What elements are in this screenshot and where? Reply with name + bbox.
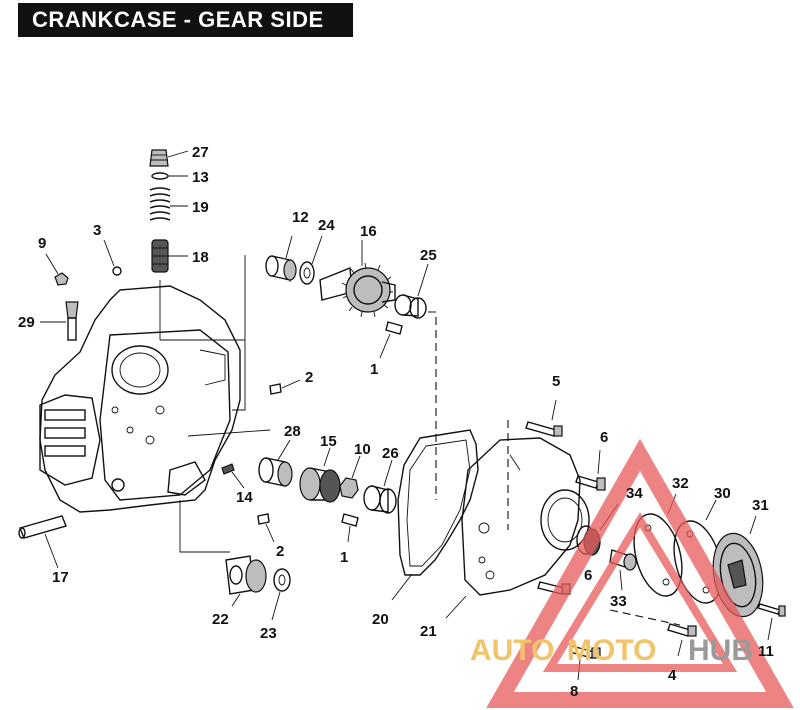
part-key-14 (221, 463, 245, 489)
part-stud-2a (269, 379, 301, 395)
diagram-title: CRANKCASE - GEAR SIDE (18, 3, 353, 37)
callout-6b: 6 (584, 567, 592, 584)
callout-2b: 2 (276, 543, 284, 560)
callout-1a: 1 (370, 361, 378, 378)
callout-18: 18 (192, 249, 209, 266)
callout-20: 20 (372, 611, 389, 628)
callout-3: 3 (93, 222, 101, 239)
callout-23: 23 (260, 625, 277, 642)
callout-21: 21 (420, 623, 437, 640)
callout-6a: 6 (600, 429, 608, 446)
callout-12: 12 (292, 209, 309, 226)
part-dowel-1b (341, 513, 359, 543)
callout-13: 13 (192, 169, 209, 186)
callout-labels: 27 13 19 18 9 3 29 12 24 16 25 1 2 5 28 … (18, 144, 774, 700)
part-spring-19 (149, 187, 171, 221)
callout-22: 22 (212, 611, 229, 628)
part-plug-27 (149, 149, 169, 167)
callout-9: 9 (38, 235, 46, 252)
callout-2a: 2 (305, 369, 313, 386)
part-bearing-25 (394, 263, 429, 319)
part-oring-13 (151, 172, 169, 180)
part-stud-2b (257, 513, 275, 543)
callout-5: 5 (552, 373, 560, 390)
callout-29: 29 (18, 314, 35, 331)
part-oil-pump-22 (225, 555, 267, 607)
guide-line-cover (609, 609, 681, 626)
callout-11: 11 (758, 643, 774, 660)
watermark-text: AUTO MOTO HUB (470, 634, 753, 667)
watermark-logo (486, 438, 794, 708)
callout-17: 17 (52, 569, 69, 586)
part-pinion-gear-15 (299, 447, 341, 503)
callout-34: 34 (626, 485, 643, 502)
part-bearing-12 (265, 235, 297, 281)
part-pin-11 (757, 603, 786, 641)
guide-line-25 (428, 311, 437, 500)
part-gasket-20 (391, 429, 479, 601)
part-crankcase (39, 285, 241, 513)
part-dowel-1a (379, 321, 403, 359)
part-bearing-28 (258, 439, 293, 487)
part-dowel-3 (112, 266, 122, 276)
callout-26: 26 (382, 445, 399, 462)
callout-33: 33 (610, 593, 627, 610)
part-nut-9 (54, 272, 69, 286)
callout-25: 25 (420, 247, 437, 264)
part-dowel-17 (18, 515, 67, 569)
watermark-text-auto: AUTO (470, 634, 554, 667)
part-bearing-26 (363, 459, 397, 514)
part-washer-24 (299, 235, 323, 285)
part-screw-4 (667, 623, 697, 657)
callout-28: 28 (284, 423, 301, 440)
callout-1b: 1 (340, 549, 348, 566)
part-camshaft-gear-16 (319, 240, 396, 318)
callout-8: 8 (570, 683, 578, 700)
callout-27: 27 (192, 144, 209, 161)
callout-4: 4 (668, 667, 677, 684)
callout-30: 30 (714, 485, 731, 502)
callout-19: 19 (192, 199, 209, 216)
part-nut-10 (339, 455, 361, 499)
watermark-text-moto: MOTO (567, 634, 656, 667)
part-washer-23 (271, 568, 291, 621)
watermark-text-hub: HUB (688, 634, 753, 667)
callout-16: 16 (360, 223, 377, 240)
callout-31: 31 (752, 497, 769, 514)
callout-15: 15 (320, 433, 337, 450)
part-valve-18 (151, 239, 169, 273)
callout-32: 32 (672, 475, 689, 492)
callout-14: 14 (236, 489, 253, 506)
part-gearcase-cover-21 (445, 437, 590, 619)
callout-24: 24 (318, 217, 335, 234)
part-sensor-29 (65, 301, 79, 341)
part-screw-5 (525, 399, 563, 437)
callout-10: 10 (354, 441, 371, 458)
part-screw-6a (575, 449, 606, 491)
